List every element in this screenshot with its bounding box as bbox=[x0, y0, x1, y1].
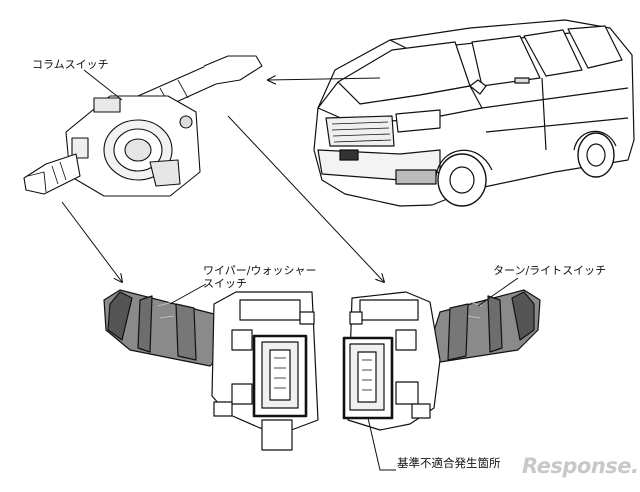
wiper-switch-label-line1: ワイパー/ウォッシャー bbox=[203, 264, 317, 277]
defect-location-label: 基準不適合発生箇所 bbox=[397, 456, 501, 470]
leader-column-switch bbox=[83, 69, 123, 101]
response-watermark: Response. bbox=[522, 454, 639, 478]
leader-defect-location bbox=[367, 417, 396, 471]
diagram-arrows bbox=[61, 78, 384, 282]
leader-turn-switch bbox=[477, 277, 519, 307]
wiper-switch-illustration bbox=[103, 289, 319, 451]
vehicle-illustration bbox=[313, 19, 635, 207]
column-switch-illustration bbox=[23, 55, 263, 197]
turn-light-switch-illustration bbox=[342, 289, 541, 431]
leader-wiper-switch bbox=[169, 283, 207, 305]
arrow-column-to-wiper bbox=[61, 201, 122, 282]
arrow-column-to-turn bbox=[227, 115, 384, 282]
wiper-switch-label: ワイパー/ウォッシャー スイッチ bbox=[203, 264, 317, 290]
leader-lines bbox=[83, 69, 519, 471]
turn-light-switch-label: ターン/ライトスイッチ bbox=[493, 264, 607, 277]
wiper-switch-label-line2: スイッチ bbox=[203, 277, 247, 290]
arrow-vehicle-to-column bbox=[268, 78, 381, 80]
column-switch-label: コラムスイッチ bbox=[32, 58, 109, 71]
